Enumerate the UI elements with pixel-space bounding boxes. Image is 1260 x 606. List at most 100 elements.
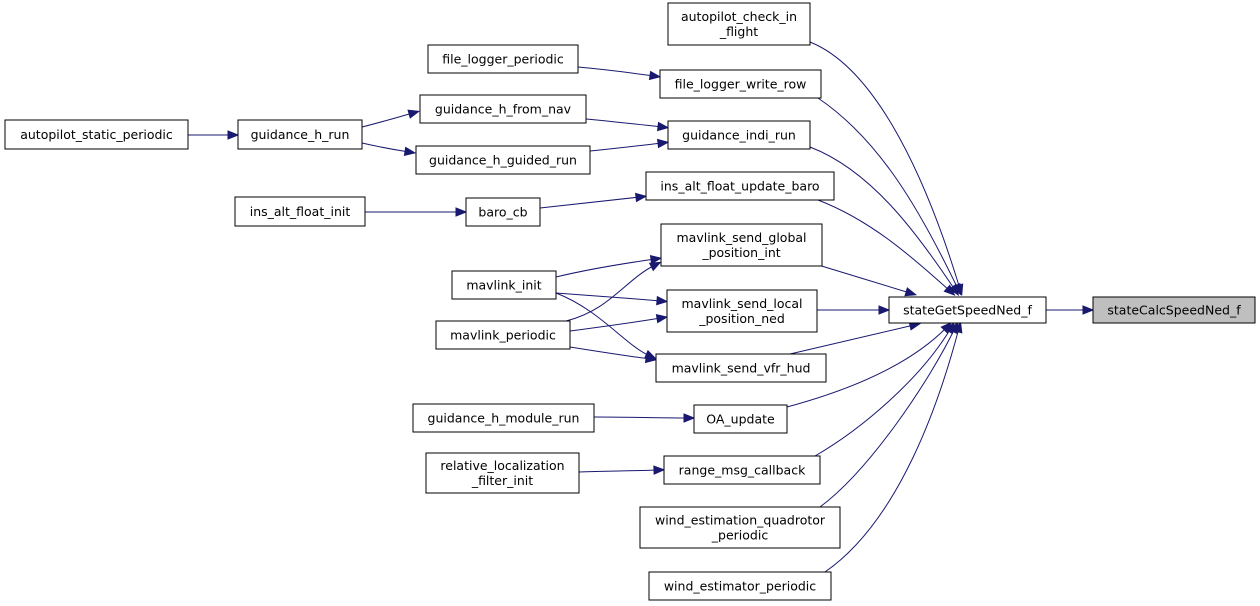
- node-label: ins_alt_float_init: [250, 204, 351, 219]
- node-box: [655, 353, 827, 383]
- node-label: wind_estimator_periodic: [664, 579, 816, 594]
- edge-line: [361, 142, 410, 153]
- edge-guidance_h_run-to-guidance_h_guided_run: [361, 142, 417, 156]
- node-autopilot-check-in-flight[interactable]: autopilot_check_in_flight: [667, 2, 811, 46]
- edges-layer: [188, 41, 1095, 573]
- node-ins-alt-float-update-baro[interactable]: ins_alt_float_update_baro: [645, 171, 835, 201]
- node-label: mavlink_send_global: [676, 230, 806, 245]
- node-guidance-indi-run[interactable]: guidance_indi_run: [667, 120, 811, 150]
- node-wind-estimation-quadrotor-periodic[interactable]: wind_estimation_quadrotor_periodic: [639, 506, 841, 549]
- edge-line: [569, 346, 651, 360]
- node-mavlink-send-local-position-ned[interactable]: mavlink_send_local_position_ned: [666, 289, 818, 333]
- edge-stateGetSpeedNed_f-to-stateCalcSpeedNed_f: [1046, 305, 1095, 315]
- arrowhead-icon: [648, 261, 662, 272]
- node-label: mavlink_send_vfr_hud: [672, 361, 811, 376]
- arrowhead-icon: [649, 254, 663, 265]
- arrowhead-icon: [904, 287, 918, 297]
- arrowhead-icon: [943, 284, 956, 296]
- node-box: [425, 452, 580, 494]
- node-wind-estimator-periodic[interactable]: wind_estimator_periodic: [648, 571, 832, 601]
- edge-line: [814, 263, 911, 294]
- node-label: autopilot_static_periodic: [20, 127, 173, 142]
- edge-line: [786, 326, 948, 408]
- edge-wind_estimation_quadrotor_periodic-to-stateGetSpeedNed_f: [819, 321, 959, 508]
- arrowhead-icon: [644, 353, 658, 364]
- node-label: guidance_indi_run: [682, 128, 796, 143]
- node-label: ins_alt_float_update_baro: [660, 179, 819, 194]
- node-label: _periodic: [711, 528, 769, 543]
- node-autopilot-static-periodic[interactable]: autopilot_static_periodic: [4, 119, 189, 150]
- node-guidance-h-module-run[interactable]: guidance_h_module_run: [412, 403, 595, 433]
- node-box: [451, 270, 557, 300]
- arrowhead-icon: [455, 207, 468, 217]
- node-mavlink-init[interactable]: mavlink_init: [451, 270, 557, 300]
- arrowhead-icon: [953, 320, 963, 334]
- node-box: [693, 404, 788, 434]
- node-oa-update[interactable]: OA_update: [693, 404, 788, 434]
- node-label: file_logger_write_row: [675, 77, 807, 92]
- edge-line: [577, 66, 655, 77]
- node-box: [666, 289, 818, 333]
- arrowhead-icon: [657, 121, 670, 132]
- node-label: mavlink_send_local: [681, 296, 802, 311]
- node-label: file_logger_periodic: [442, 52, 564, 67]
- node-stategetspeedned-f[interactable]: stateGetSpeedNed_f: [888, 296, 1047, 324]
- node-relative-localization-filter-init[interactable]: relative_localization_filter_init: [425, 452, 580, 494]
- node-label: guidance_h_guided_run: [429, 153, 577, 168]
- edge-guidance_h_run-to-guidance_h_from_nav: [361, 109, 421, 128]
- edge-line: [817, 97, 959, 290]
- node-baro-cb[interactable]: baro_cb: [465, 197, 541, 227]
- node-mavlink-send-global-position-int[interactable]: mavlink_send_global_position_int: [660, 223, 823, 267]
- edge-line: [817, 199, 951, 292]
- edge-mavlink_periodic-to-mavlink_send_local_position_ned: [569, 314, 669, 332]
- arrowhead-icon: [634, 192, 648, 203]
- edge-autopilot_check_in_flight-to-stateGetSpeedNed_f: [809, 41, 964, 297]
- edge-baro_cb-to-ins_alt_float_update_baro: [539, 192, 648, 209]
- node-mavlink-send-vfr-hud[interactable]: mavlink_send_vfr_hud: [655, 353, 827, 383]
- node-statecalcspeedned-f[interactable]: stateCalcSpeedNed_f: [1092, 296, 1256, 324]
- arrowhead-icon: [1082, 305, 1095, 315]
- arrowhead-icon: [227, 130, 240, 140]
- edge-mavlink_init-to-mavlink_send_local_position_ned: [555, 292, 669, 306]
- node-guidance-h-from-nav[interactable]: guidance_h_from_nav: [419, 94, 587, 124]
- node-file-logger-periodic[interactable]: file_logger_periodic: [427, 44, 579, 74]
- node-label: wind_estimation_quadrotor: [655, 513, 826, 528]
- node-range-msg-callback[interactable]: range_msg_callback: [663, 455, 821, 485]
- node-box: [237, 119, 363, 150]
- node-label: guidance_h_run: [251, 127, 350, 142]
- arrowhead-icon: [653, 465, 666, 475]
- node-label: _filter_init: [471, 473, 533, 488]
- node-box: [888, 296, 1047, 324]
- edge-line: [589, 142, 663, 152]
- node-label: _flight: [719, 24, 758, 39]
- node-label: autopilot_check_in: [681, 9, 797, 24]
- node-box: [465, 197, 541, 227]
- arrowhead-icon: [948, 283, 960, 297]
- edge-autopilot_static_periodic-to-guidance_h_run: [188, 130, 240, 140]
- edge-line: [565, 264, 656, 322]
- edge-line: [555, 292, 651, 357]
- edge-ins_alt_float_init-to-baro_cb: [365, 207, 468, 217]
- edge-mavlink_periodic-to-mavlink_send_vfr_hud: [569, 346, 658, 364]
- node-box: [4, 119, 189, 150]
- edge-line: [578, 469, 659, 473]
- arrowhead-icon: [403, 146, 417, 156]
- node-guidance-h-guided-run[interactable]: guidance_h_guided_run: [415, 145, 591, 175]
- node-ins-alt-float-init[interactable]: ins_alt_float_init: [234, 196, 366, 227]
- node-file-logger-write-row[interactable]: file_logger_write_row: [659, 69, 822, 99]
- arrowhead-icon: [878, 305, 891, 315]
- edge-line: [585, 118, 663, 128]
- node-label: mavlink_init: [466, 278, 541, 293]
- edge-mavlink_init-to-mavlink_send_global_position_int: [555, 254, 663, 278]
- edge-mavlink_send_local_position_ned-to-stateGetSpeedNed_f: [817, 305, 891, 315]
- node-label: mavlink_periodic: [450, 328, 556, 343]
- edge-guidance_h_guided_run-to-guidance_indi_run: [589, 138, 670, 152]
- node-box: [415, 145, 591, 175]
- node-mavlink-periodic[interactable]: mavlink_periodic: [435, 320, 571, 350]
- node-label: guidance_h_from_nav: [435, 102, 572, 117]
- edge-line: [814, 327, 952, 457]
- arrowhead-icon: [683, 413, 696, 423]
- node-guidance-h-run[interactable]: guidance_h_run: [237, 119, 363, 150]
